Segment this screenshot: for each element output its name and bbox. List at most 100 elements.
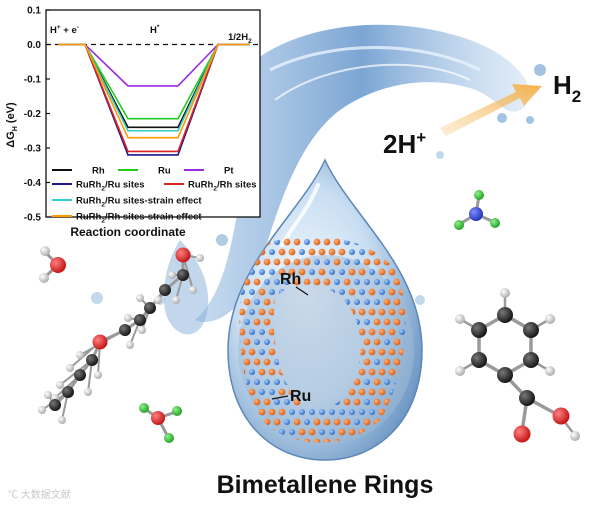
benzoic-acid-molecule (454, 288, 580, 443)
rh-atom (358, 328, 366, 336)
carbon-atom (86, 354, 98, 366)
rh-atom (268, 308, 276, 316)
ammonia-molecule (454, 190, 500, 230)
ru-atom (404, 319, 406, 325)
rh-atom (258, 408, 266, 416)
rh-atom (323, 278, 331, 286)
ru-atom (264, 339, 270, 345)
rh-atom (268, 328, 276, 336)
carbon-atom (471, 352, 488, 368)
ru-pointer (271, 395, 289, 400)
hydrogen-atom (545, 314, 556, 324)
ru-atom (364, 319, 370, 325)
ru-atom (329, 409, 335, 415)
ru-atom (354, 419, 360, 425)
rh-atom (409, 429, 416, 436)
hydrogen-atom (56, 381, 64, 389)
rh-atom (419, 409, 426, 416)
ru-atom (374, 359, 380, 365)
rh-atom (313, 278, 321, 286)
rh-atom (383, 318, 391, 326)
rh-atom (373, 318, 381, 326)
ether-chain-molecule (38, 247, 204, 424)
carbon-atom (522, 322, 539, 338)
ru-atom (334, 279, 340, 285)
hydrogen-atom (196, 254, 204, 262)
rh-atom (273, 418, 281, 426)
rh-atom (268, 368, 276, 376)
ru-atom (249, 289, 255, 295)
rh-atom (308, 248, 316, 256)
rh-atom (283, 258, 291, 266)
y-tick-label: -0.4 (24, 178, 42, 189)
rh-atom (378, 328, 386, 336)
rh-atom (239, 428, 246, 436)
ru-atom (349, 249, 355, 255)
ru-atom (379, 289, 385, 295)
hydrogen-atom (44, 391, 52, 399)
rh-atom (409, 229, 416, 236)
rh-atom (388, 268, 396, 276)
ru-atom (304, 239, 310, 245)
ru-atom (374, 279, 380, 285)
legend-label: RuRh2/Rh sites-strain effect (76, 212, 202, 225)
rh-atom (239, 308, 246, 316)
ru-atom (364, 399, 370, 405)
rh-atom (333, 418, 341, 426)
ru-atom (359, 289, 365, 295)
series-lines (58, 43, 250, 156)
ru-atom (394, 439, 400, 443)
rh-atom (293, 398, 301, 406)
carbon-atom (519, 390, 535, 406)
ru-atom (269, 249, 275, 255)
legend-label: RuRh2/Ru sites-strain effect (76, 196, 202, 209)
rh-atom (268, 348, 276, 356)
ru-atom (384, 279, 390, 285)
y-tick-label: -0.2 (24, 109, 42, 120)
rh-atom (243, 438, 251, 443)
ru-atom (414, 239, 420, 245)
rh-atom (318, 268, 326, 276)
oxygen-atom (513, 425, 531, 443)
rh-atom (373, 398, 381, 406)
ru-atom (364, 279, 370, 285)
rh-atom (313, 418, 321, 426)
ru-atom (254, 299, 260, 305)
rh-atom (268, 408, 276, 416)
hydrogen-atom (84, 388, 92, 396)
state-start-label: H+ + e- (50, 24, 79, 36)
rh-atom (378, 308, 386, 316)
rh-atom (303, 278, 311, 286)
ru-atom (304, 419, 310, 425)
ru-atom (354, 279, 360, 285)
rh-atom (298, 268, 306, 276)
y-tick-label: -0.5 (24, 213, 42, 224)
rh-atom (358, 388, 366, 396)
y-tick-label: 0.1 (27, 6, 41, 17)
rh-atom (323, 238, 331, 246)
hydrogen-atom (138, 326, 146, 334)
rh-atom (288, 268, 296, 276)
carbon-atom (522, 352, 539, 368)
ru-atom (274, 379, 280, 385)
hydrogen-atom (76, 351, 84, 359)
rh-atom (363, 338, 371, 346)
carbon-atom (497, 307, 513, 323)
rh-atom (239, 418, 241, 426)
hydrogen-atom (154, 296, 162, 304)
ru-atom (249, 309, 255, 315)
legend-label: RuRh2/Ru sites (76, 180, 145, 193)
ru-atom (249, 329, 255, 335)
ru-atom (274, 279, 280, 285)
ru-atom (339, 409, 345, 415)
rh-atom (278, 248, 286, 256)
rh-atom (388, 328, 396, 336)
hydrogen-atom (58, 416, 66, 424)
ru-atom (259, 269, 265, 275)
hydrogen-atom (570, 431, 580, 441)
product-label: H2 (553, 70, 581, 106)
energy-profile-chart: 0.10.0-0.1-0.2-0.3-0.4-0.5 ΔGH (eV) Reac… (5, 6, 261, 239)
water-molecule (39, 246, 66, 283)
y-tick-label: -0.1 (24, 75, 42, 86)
ru-atom (354, 299, 360, 305)
